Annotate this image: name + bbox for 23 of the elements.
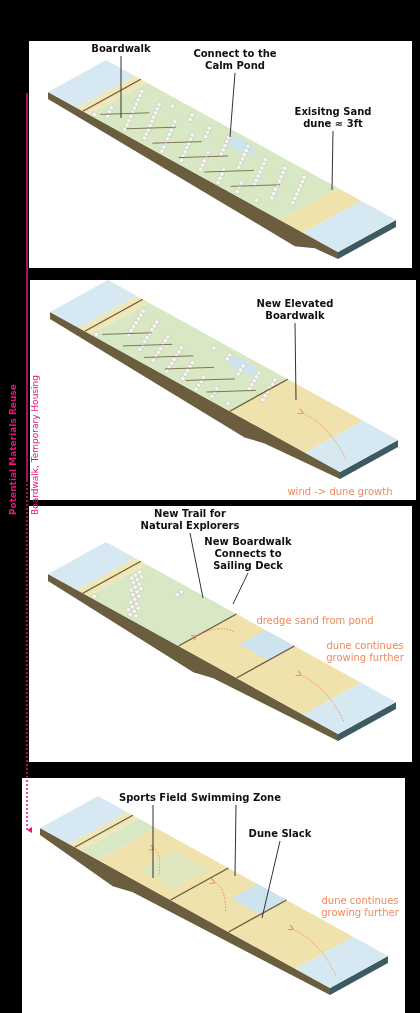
leader-line bbox=[261, 840, 281, 919]
callout-label: New Boardwalk Connects to Sailing Deck bbox=[203, 536, 293, 572]
leader-line bbox=[294, 322, 297, 401]
annotation-text: dune continues growing further bbox=[320, 895, 400, 919]
leader-line bbox=[152, 804, 154, 879]
annotation-text: wind -> dune growth bbox=[286, 486, 394, 498]
leader-line bbox=[232, 572, 249, 605]
callout-label: Exisitng Sand dune ≈ 3ft bbox=[293, 106, 373, 130]
annotation-text: dredge sand from pond bbox=[256, 615, 374, 627]
callout-label: New Elevated Boardwalk bbox=[245, 298, 345, 322]
leader-line bbox=[229, 72, 236, 138]
annotation-text: dune continues growing further bbox=[325, 640, 405, 664]
callout-label: Dune Slack bbox=[245, 828, 315, 840]
side-heading: Potential Materials Reuse bbox=[8, 384, 18, 515]
leader-line bbox=[234, 804, 237, 877]
leader-line bbox=[189, 532, 204, 599]
side-note: Boardwalk, Temporary Housing bbox=[30, 375, 40, 515]
leader-line bbox=[331, 130, 334, 191]
callout-label: Connect to the Calm Pond bbox=[185, 48, 285, 72]
leader-line bbox=[120, 55, 122, 119]
callout-label: Swimming Zone bbox=[191, 792, 281, 804]
callout-label: New Trail for Natural Explorers bbox=[135, 508, 245, 532]
callout-label: Boardwalk bbox=[81, 43, 161, 55]
